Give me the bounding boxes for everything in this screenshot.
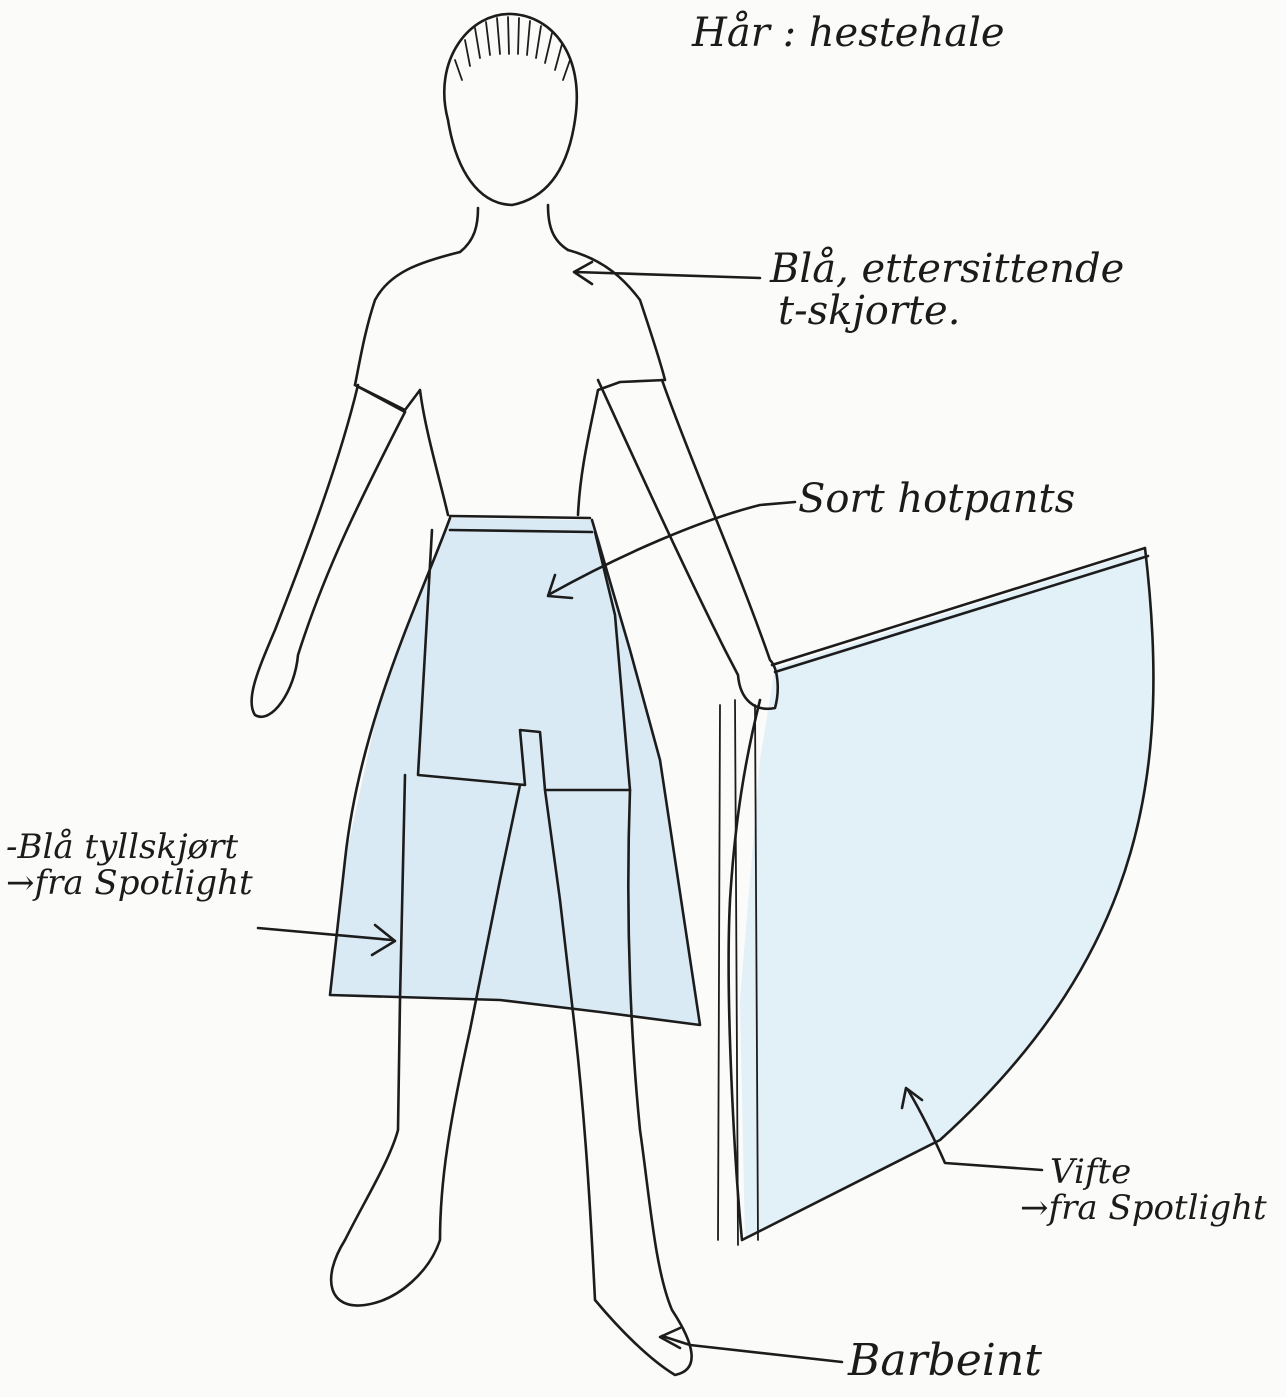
- tshirt-outline-right: [568, 250, 665, 515]
- tshirt-label-line1: Blå, ettersittende: [770, 248, 1124, 290]
- neck-left: [460, 208, 478, 252]
- skirt-label: -Blå tyllskjørt →fra Spotlight: [6, 830, 253, 901]
- left-arm: [252, 385, 405, 717]
- hair-label: Hår : hestehale: [692, 12, 1005, 54]
- neck-right: [548, 205, 568, 250]
- fan-label-line1: Vifte: [1020, 1155, 1267, 1191]
- fan-label-line2: →fra Spotlight: [1020, 1191, 1267, 1227]
- barefoot-arrow: [660, 1328, 842, 1362]
- tshirt-outline: [355, 252, 460, 515]
- skirt-label-line2: →fra Spotlight: [6, 866, 253, 902]
- tshirt-label: Blå, ettersittende t-skjorte.: [770, 248, 1124, 332]
- tulle-skirt-fill: [330, 518, 700, 1025]
- tshirt-label-line2: t-skjorte.: [770, 290, 1124, 332]
- left-sleeve-hem: [355, 385, 405, 412]
- fan-label: Vifte →fra Spotlight: [1020, 1155, 1267, 1226]
- barefoot-label: Barbeint: [848, 1338, 1042, 1384]
- skirt-label-line1: -Blå tyllskjørt: [6, 830, 253, 866]
- head: [444, 14, 577, 205]
- hotpants-label: Sort hotpants: [798, 478, 1075, 520]
